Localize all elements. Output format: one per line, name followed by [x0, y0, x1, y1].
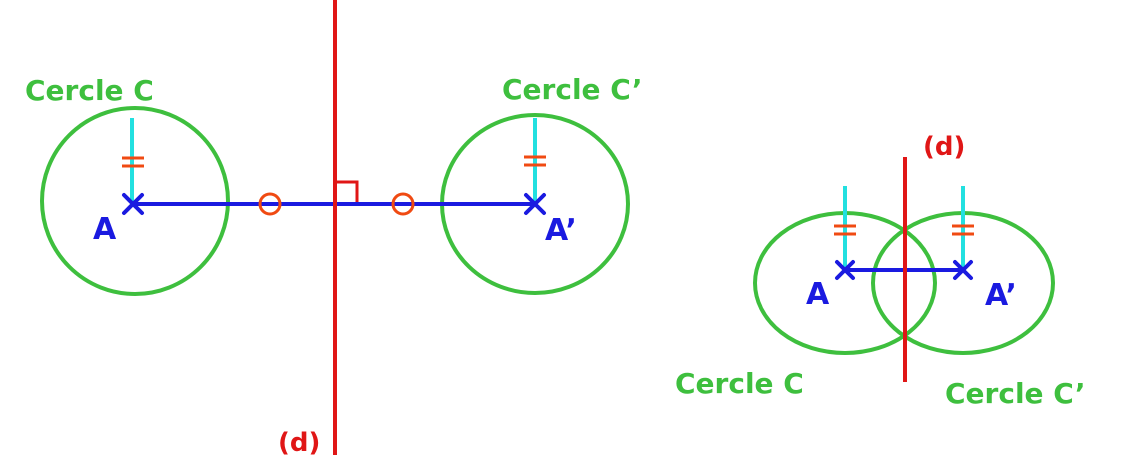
equal-mark-c-prime [524, 155, 546, 167]
point-a-cross [122, 193, 144, 215]
equal-mark-c-2 [834, 224, 856, 236]
circle-c [40, 106, 230, 296]
right-angle-mark [336, 180, 359, 202]
equal-mark-c [122, 156, 144, 168]
point-a-cross-2 [835, 260, 855, 280]
equal-half-mark-left [258, 192, 282, 216]
label-circle-c-prime-2: Cercle C’ [945, 377, 1086, 410]
label-point-a-2: A [806, 277, 830, 312]
equal-half-mark-right [391, 192, 415, 216]
equal-mark-c-prime-2 [952, 224, 974, 236]
label-circle-c-2: Cercle C [675, 367, 804, 400]
label-axis-d: (d) [278, 428, 320, 458]
point-a-prime-cross-2 [953, 260, 973, 280]
label-point-a-prime: A’ [545, 213, 577, 248]
point-a-prime-cross [524, 193, 546, 215]
label-point-a-prime-2: A’ [985, 278, 1017, 313]
figure-1: Cercle C Cercle C’ A A’ (d) [25, 0, 643, 458]
label-circle-c-prime: Cercle C’ [502, 73, 643, 106]
label-point-a: A [93, 212, 117, 247]
label-circle-c: Cercle C [25, 74, 154, 107]
figure-2: (d) A A’ Cercle C Cercle C’ [675, 132, 1086, 410]
label-axis-d-2: (d) [923, 132, 965, 162]
